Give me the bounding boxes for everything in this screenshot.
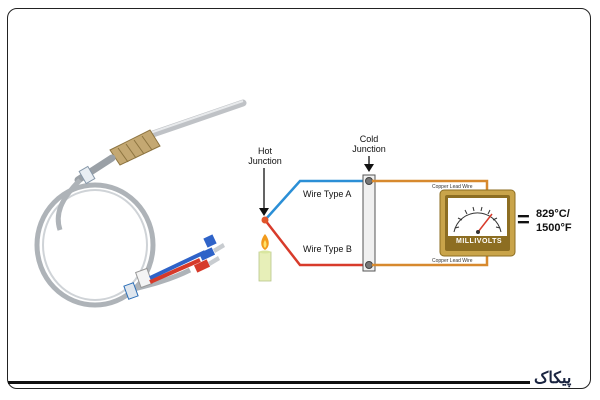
millivolt-gauge	[439, 189, 516, 257]
cold-junction-arrow	[364, 156, 374, 172]
equals-sign: =	[517, 207, 530, 232]
wire-a-line	[264, 179, 368, 221]
copper-lead-bottom	[372, 256, 489, 267]
cold-junction-block	[362, 174, 376, 272]
hot-junction-label: Hot Junction	[248, 146, 282, 166]
gauge-label: MILLIVOLTS	[456, 238, 503, 245]
brand-logo-text: پیکاک	[534, 370, 572, 387]
hot-junction-arrow	[259, 168, 269, 216]
footer-rule	[8, 381, 530, 384]
copper-lead-bottom-label: Copper Lead Wire	[432, 258, 473, 264]
cold-junction-label: Cold Junction	[352, 134, 386, 154]
thermocouple-probe-photo	[34, 99, 247, 308]
wire-b-line	[264, 219, 368, 267]
hot-junction-dot	[261, 216, 269, 224]
copper-lead-top	[372, 179, 489, 190]
wire-a-label: Wire Type A	[303, 189, 352, 199]
copper-lead-top-label: Copper Lead Wire	[432, 184, 473, 190]
result-fahrenheit: 1500°F	[536, 222, 572, 234]
result-celsius: 829°C/	[536, 208, 570, 220]
candle-icon	[258, 234, 272, 282]
wire-b-label: Wire Type B	[303, 244, 352, 254]
